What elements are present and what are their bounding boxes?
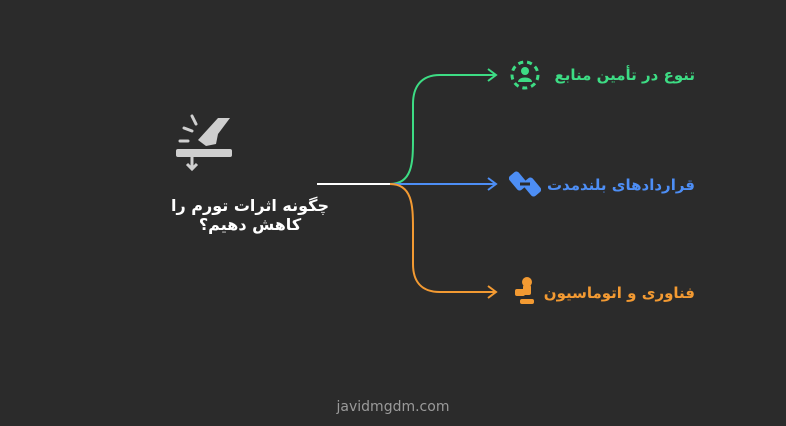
hand-stamp-icon [172, 112, 236, 172]
arrowhead-middle [487, 177, 498, 191]
handshake-icon [508, 168, 542, 200]
robot-arm-icon [509, 275, 541, 307]
people-network-icon [509, 59, 541, 91]
arrowhead-bottom [487, 285, 498, 299]
branch-line-bottom [389, 183, 495, 293]
branch-label-diversification: تنوع در تأمین منابع [554, 66, 695, 84]
arrowhead-top [487, 68, 498, 82]
branch-label-technology-automation: فناوری و اتوماسیون [543, 284, 695, 302]
branch-line-top [389, 74, 495, 185]
footer-website: javidmgdm.com [336, 399, 450, 415]
branch-label-long-term-contracts: قراردادهای بلندمدت [546, 176, 695, 194]
main-title: چگونه اثرات تورم را کاهش دهیم؟ [171, 196, 329, 234]
